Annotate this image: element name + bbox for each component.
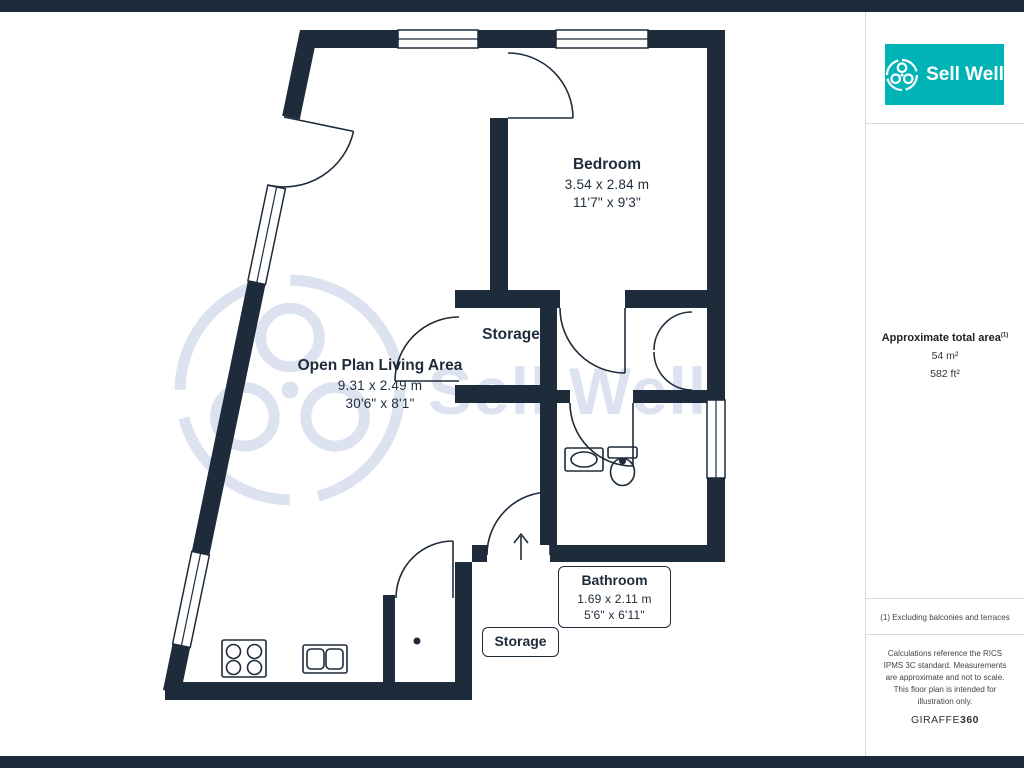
- windows: [171, 29, 726, 649]
- brand-suffix: 360: [959, 714, 980, 726]
- living-area-name: Open Plan Living Area: [297, 357, 463, 374]
- bedroom-dim-imperial: 11'7" x 9'3": [573, 195, 641, 211]
- top-border-bar: [0, 0, 1024, 12]
- giraffe360-brand: GIRAFFE360: [866, 714, 1024, 726]
- living-area-dim-imperial: 30'6" x 8'1": [345, 396, 415, 412]
- kitchen-sink-icon: [302, 644, 348, 674]
- disclaimer-text: Calculations reference the RICS IPMS 3C …: [883, 649, 1007, 706]
- bathroom-label: Bathroom 1.69 x 2.11 m 5'6" x 6'11": [558, 566, 671, 628]
- sellwell-logo: Sell Well: [885, 44, 1004, 105]
- storage-lower-label: Storage: [482, 627, 559, 657]
- sellwell-knot-icon: [886, 58, 919, 91]
- bathroom-dim-imperial: 5'6" x 6'11": [584, 607, 645, 622]
- toilet-icon: [607, 446, 638, 487]
- living-area-label: Open Plan Living Area 9.31 x 2.49 m 30'6…: [255, 356, 505, 411]
- walls: [163, 30, 725, 700]
- bathroom-sink-icon: [564, 447, 604, 472]
- sidebar-divider: [866, 634, 1024, 635]
- brand-name: GIRAFFE: [910, 714, 960, 726]
- approx-area-text: Approximate total area: [881, 332, 1001, 344]
- area-imperial-value: 582 ft²: [930, 368, 960, 380]
- storage-lower-name: Storage: [494, 633, 547, 649]
- sidebar-divider: [866, 598, 1024, 599]
- entrance-arrow-icon: [513, 532, 529, 560]
- bedroom-label: Bedroom 3.54 x 2.84 m 11'7" x 9'3": [507, 155, 707, 210]
- sidebar-divider: [866, 123, 1024, 124]
- bedroom-name: Bedroom: [572, 156, 642, 173]
- area-metric-value: 54 m²: [931, 350, 959, 362]
- bottom-border-bar: [0, 756, 1024, 768]
- info-sidebar: Sell Well Approximate total area(1) 54 m…: [865, 12, 1024, 756]
- total-area-block: Approximate total area(1) 54 m² 582 ft²: [866, 332, 1024, 380]
- footnote-marker: (1): [1000, 332, 1009, 339]
- storage-upper-name: Storage: [482, 326, 540, 343]
- area-footnote: (1) Excluding balconies and terraces: [880, 613, 1010, 622]
- floorplan-drawing: Sell Well: [163, 29, 726, 700]
- storage-upper-label: Storage: [456, 325, 566, 344]
- bathroom-name: Bathroom: [581, 572, 648, 588]
- bedroom-dim-metric: 3.54 x 2.84 m: [564, 177, 650, 193]
- stove-icon: [221, 639, 267, 678]
- bathroom-dim-metric: 1.69 x 2.11 m: [577, 591, 652, 606]
- living-area-dim-metric: 9.31 x 2.49 m: [337, 378, 423, 394]
- approx-area-label: Approximate total area(1): [866, 332, 1024, 344]
- sellwell-logo-text: Sell Well: [926, 63, 1004, 85]
